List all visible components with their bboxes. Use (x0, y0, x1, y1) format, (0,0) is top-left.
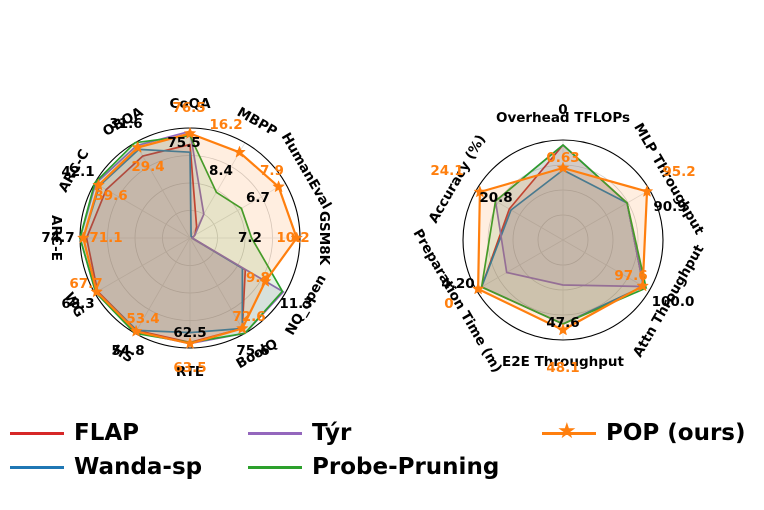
value-label-black-humaneval: 6.7 (246, 190, 270, 206)
series-pop-point-rte (183, 336, 197, 350)
series-pop-point-e2e-throughput (556, 323, 570, 336)
value-label-black-coqa: 75.5 (167, 135, 200, 151)
value-label-orange-overhead-tflops: 0.63 (546, 150, 579, 166)
value-label-orange-e2e-throughput: 48.1 (546, 360, 579, 376)
value-label-black-preparation-time-m: 4.20 (441, 276, 474, 292)
series-pop-point-arc-e (76, 231, 90, 244)
value-label-black-hs: 54.8 (111, 343, 144, 359)
grid-spoke (189, 182, 286, 239)
series-pop-point-attn-throughput (636, 279, 650, 292)
value-label-orange-humaneval: 7.9 (260, 163, 284, 179)
legend-swatch (248, 465, 302, 469)
value-label-orange-wg: 67.7 (69, 276, 102, 292)
grid-spoke (134, 142, 191, 239)
legend-item-wanda-sp: Wanda-sp (10, 454, 202, 480)
series-pop-point-humaneval (272, 180, 285, 193)
value-label-black-boolq: 75.6 (236, 343, 269, 359)
series-pop-point-arc-c (92, 178, 105, 191)
value-label-black-mlp-throughput: 90.9 (653, 199, 686, 215)
axis-label-gsm8k: GSM8K (316, 211, 332, 266)
series-pop-point-nq-open (258, 274, 272, 287)
value-label-orange-mlp-throughput: 95.2 (662, 164, 695, 180)
value-label-black-rte: 62.5 (173, 325, 206, 341)
series-pop-point-boolq (235, 321, 249, 334)
axis-label-rte: RTE (176, 364, 204, 380)
axis-label-humaneval: HumanEval (278, 130, 335, 212)
legend-item-pop-ours: ★ POP (ours) (542, 420, 746, 446)
value-label-orange-arc-c: 39.6 (94, 188, 127, 204)
value-label-orange-hs: 53.4 (126, 311, 159, 327)
axis-label-arc-e: ARC-E (48, 215, 64, 261)
series-pop-point-hs (129, 324, 143, 337)
star-icon: ★ (557, 418, 577, 444)
value-label-orange-preparation-time-m: 0 (444, 296, 453, 312)
value-label-orange-obqa: 29.4 (131, 159, 164, 175)
legend-swatch (10, 431, 64, 435)
value-label-orange-accuracy: 24.1 (430, 163, 463, 179)
grid-spoke (189, 142, 246, 239)
series-pop-point-overhead-tflops (556, 161, 570, 174)
value-label-orange-rte: 63.5 (173, 360, 206, 376)
series-pop-point-mlp-throughput (640, 184, 654, 197)
value-label-black-wg: 68.3 (61, 296, 94, 312)
value-label-black-e2e-throughput: 47.6 (546, 315, 579, 331)
legend-item-probe-pruning: Probe-Pruning (248, 454, 499, 480)
grid-spoke (476, 189, 564, 241)
grid-spoke (476, 239, 564, 291)
legend-label: FLAP (74, 420, 140, 446)
series-pop-point-accuracy (473, 185, 487, 198)
grid-spoke (134, 237, 191, 334)
value-label-orange-boolq: 72.6 (232, 309, 265, 325)
value-label-black-gsm8k: 7.2 (238, 230, 262, 246)
value-label-orange-coqa: 76.5 (172, 100, 205, 116)
value-label-black-mbpp: 8.4 (209, 163, 233, 179)
legend-swatch: ★ (542, 420, 596, 442)
value-label-orange-gsm8k: 10.2 (276, 230, 309, 246)
series-pop-point-preparation-time-m (471, 282, 485, 295)
grid-spoke (562, 189, 650, 241)
value-label-orange-attn-throughput: 97.6 (614, 268, 647, 284)
series-pop-point-wg (90, 285, 104, 298)
legend-label: Probe-Pruning (312, 454, 500, 480)
axis-label-e2e-throughput: E2E Throughput (502, 354, 624, 370)
radar-frame (462, 139, 664, 341)
axis-label-coqa: CoQA (169, 96, 211, 112)
grid-spoke (189, 237, 246, 334)
legend-label: Týr (312, 420, 352, 446)
legend-label: POP (ours) (606, 420, 746, 446)
value-label-orange-mbpp: 16.2 (209, 117, 242, 133)
legend-item-t-r: Týr (248, 420, 351, 446)
legend-label: Wanda-sp (74, 454, 203, 480)
legend-swatch (248, 431, 302, 435)
radar-chart-1: CoQAMBPPHumanEvalGSM8KNQ_openBoolQRTEHSW… (41, 96, 334, 380)
value-label-black-nq-open: 11.3 (279, 296, 312, 312)
legend-item-flap: FLAP (10, 420, 139, 446)
series-pop-point-obqa (131, 140, 145, 153)
value-label-black-arc-e: 74.7 (41, 230, 74, 246)
value-label-black-attn-throughput: 100.0 (652, 294, 695, 310)
value-label-orange-arc-e: 71.1 (89, 230, 122, 246)
series-pop-point-mbpp (233, 145, 246, 158)
series-pop-point-coqa (183, 126, 197, 139)
series-pop-point-gsm8k (290, 231, 304, 244)
grid-spoke (562, 239, 650, 291)
grid-spoke (94, 182, 191, 239)
axis-label-overhead-tflops: Overhead TFLOPs (496, 110, 630, 126)
grid-spoke (94, 237, 191, 294)
value-label-black-obqa: 31.6 (109, 116, 142, 132)
legend-swatch (10, 465, 64, 469)
value-label-black-arc-c: 42.1 (61, 164, 94, 180)
value-label-black-accuracy: 20.8 (479, 190, 512, 206)
value-label-black-overhead-tflops: 0 (558, 102, 567, 118)
value-label-orange-nq-open: 9.8 (246, 270, 270, 286)
